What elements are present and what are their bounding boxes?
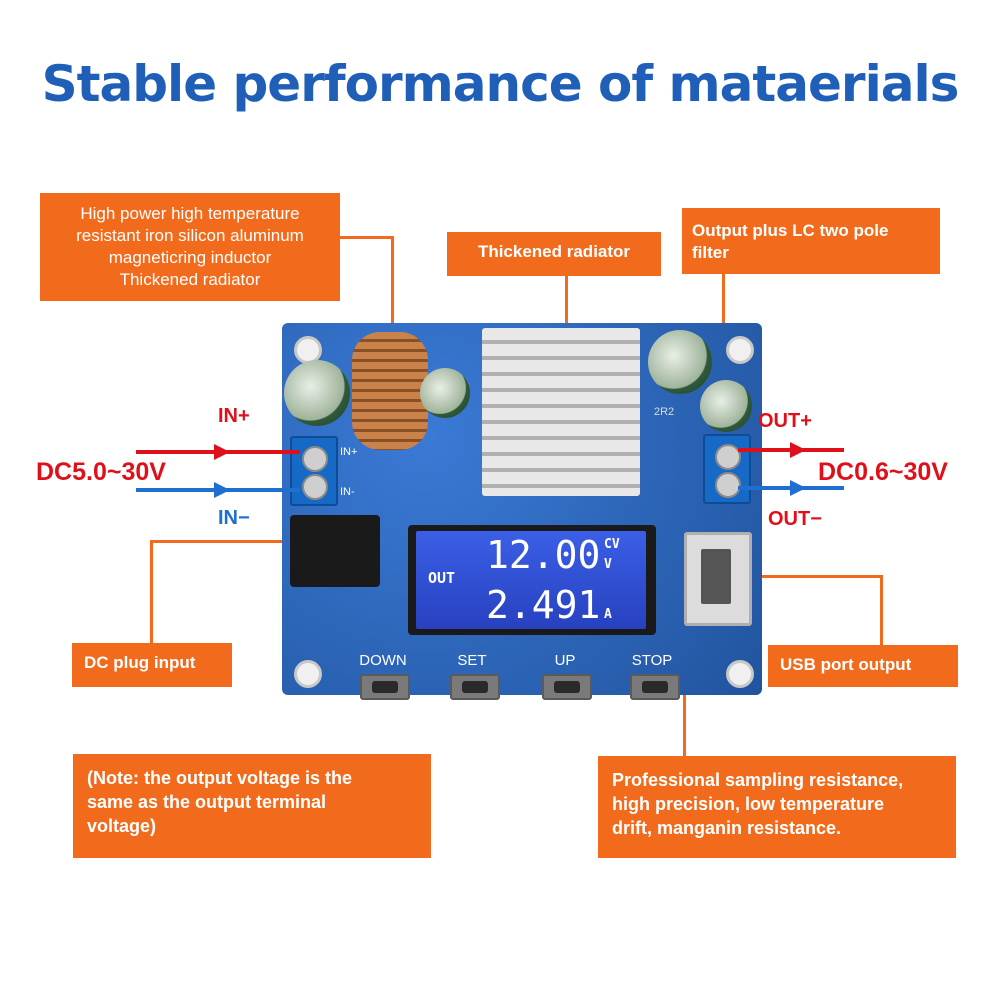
dc-jack [290,515,380,587]
callout-sampling: Professional sampling resistance, high p… [598,756,956,858]
output-range-label: DC0.6~30V [818,458,948,486]
output-minus-arrowhead [790,480,806,496]
leader-line [880,575,883,645]
callout-line: high precision, low temperature [612,794,885,814]
screw [715,444,741,470]
leader-line [150,540,290,543]
capacitor [420,368,470,418]
page-title: Stable performance of mataerials [41,55,960,113]
callout-dc-plug: DC plug input [72,643,232,687]
screw [715,472,741,498]
lcd-display: OUT 12.00 CV V 2.491 A [408,525,656,635]
down-button[interactable] [360,674,410,700]
out-plus-label: OUT+ [758,410,812,432]
capacitor [648,330,712,394]
out-minus-label: OUT− [768,508,822,530]
silk-in-minus: IN- [340,486,355,498]
callout-line: Professional sampling resistance, [612,770,904,790]
mounting-hole [726,336,754,364]
lcd-out-label: OUT [428,569,456,587]
callout-line: filter [692,243,729,262]
callout-line: (Note: the output voltage is the [87,768,352,788]
button-label-stop: STOP [631,652,673,669]
mounting-hole [294,660,322,688]
callout-inductor: High power high temperature resistant ir… [40,193,340,301]
in-plus-label: IN+ [218,405,250,427]
stop-button[interactable] [630,674,680,700]
callout-line: voltage) [87,816,157,836]
callout-line: same as the output terminal [87,792,327,812]
button-label-down: DOWN [359,652,407,669]
input-minus-arrowhead [214,482,230,498]
leader-line [746,575,882,578]
callout-line: Output plus LC two pole [692,221,889,240]
capacitor [700,380,752,432]
output-terminal [703,434,751,504]
input-terminal [290,436,338,506]
set-button[interactable] [450,674,500,700]
lcd-a-label: A [604,607,612,622]
callout-line: drift, manganin resistance. [612,818,842,838]
up-button[interactable] [542,674,592,700]
callout-line: magneticring inductor [108,248,272,267]
silk-in-plus: IN+ [340,446,358,458]
lcd-cv-label: CV [604,537,620,552]
callout-usb: USB port output [768,645,958,687]
leader-line [565,276,568,332]
capacitor [284,360,350,426]
lcd-screen: OUT 12.00 CV V 2.491 A [416,531,646,629]
callout-line: Thickened radiator [119,270,261,289]
callout-note: (Note: the output voltage is the same as… [73,754,431,858]
inductor-code: 2R2 [654,406,675,418]
heatsink [482,328,640,496]
mounting-hole [726,660,754,688]
leader-line [150,540,153,643]
input-plus-arrowhead [214,444,230,460]
callout-filter: Output plus LC two pole filter [682,208,940,274]
input-range-label: DC5.0~30V [36,458,166,486]
leader-line [722,274,725,370]
callout-radiator: Thickened radiator [447,232,661,276]
in-minus-label: IN− [218,507,250,529]
callout-line: resistant iron silicon aluminum [76,226,304,245]
screw [302,474,328,500]
button-label-up: UP [554,652,576,669]
leader-line [340,236,394,239]
screw [302,446,328,472]
inductor-coil [352,332,428,450]
leader-line [391,236,394,332]
lcd-voltage: 12.00 [486,533,601,577]
lcd-v-label: V [604,557,612,572]
callout-line: High power high temperature [80,204,300,223]
usb-port [684,532,752,626]
usb-slot [701,549,731,604]
button-label-set: SET [457,652,487,669]
output-plus-arrowhead [790,442,806,458]
lcd-current: 2.491 [486,583,601,627]
